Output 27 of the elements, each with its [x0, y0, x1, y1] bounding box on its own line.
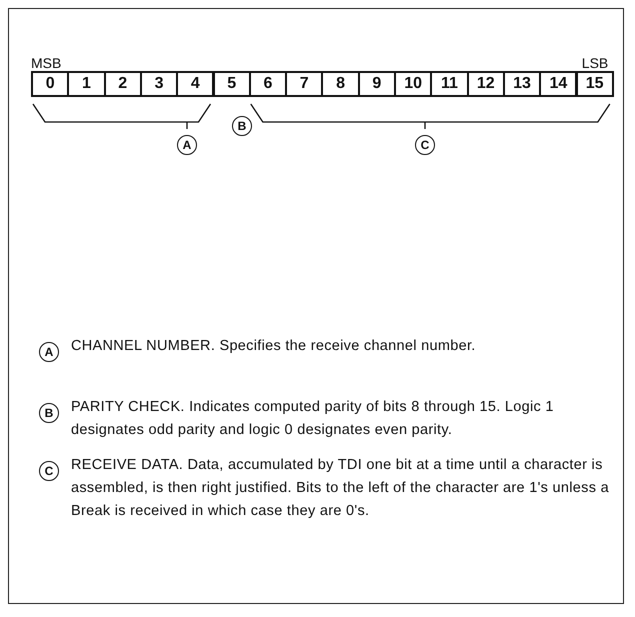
description-text: RECEIVE DATA. Data, accumulated by TDI one bit at a time until a character is assembled, is then right justified. Bits to the left of the character are 1's unless a Break is received in which case they are 0's. — [71, 456, 610, 521]
circled-letter: C — [39, 461, 59, 481]
bit-cell: 13 — [502, 71, 542, 97]
bit-cell: 5 — [212, 71, 251, 97]
bit-cell: 2 — [104, 71, 142, 97]
description-text: CHANNEL NUMBER. Specifies the receive channel number. — [71, 337, 477, 356]
bit-cell: 14 — [539, 71, 578, 97]
circled-letter: A — [177, 135, 197, 155]
bit-cell: 4 — [176, 71, 214, 97]
bit-cell: 0 — [31, 71, 70, 97]
bit-cell: 9 — [358, 71, 396, 97]
circled-letter: C — [415, 135, 435, 155]
bit-cell: 11 — [430, 71, 469, 97]
bit-cell: 7 — [285, 71, 324, 97]
bit-cell: 15 — [576, 71, 614, 97]
lsb-label: LSB — [582, 55, 608, 71]
bit-cell: 12 — [466, 71, 505, 97]
circled-letter: A — [39, 342, 59, 362]
bit-cell: 6 — [248, 71, 288, 97]
bit-cell: 3 — [140, 71, 178, 97]
bit-cell: 1 — [67, 71, 106, 97]
description-text: PARITY CHECK. Indicates computed parity of bits 8 through 15. Logic 1 designates odd parity and logic 0 designates even parity. — [71, 398, 555, 440]
circled-letter: B — [232, 116, 252, 136]
circled-letter: B — [39, 403, 59, 423]
msb-label: MSB — [31, 55, 62, 71]
bit-cell: 8 — [321, 71, 360, 97]
bit-cell: 10 — [394, 71, 432, 97]
